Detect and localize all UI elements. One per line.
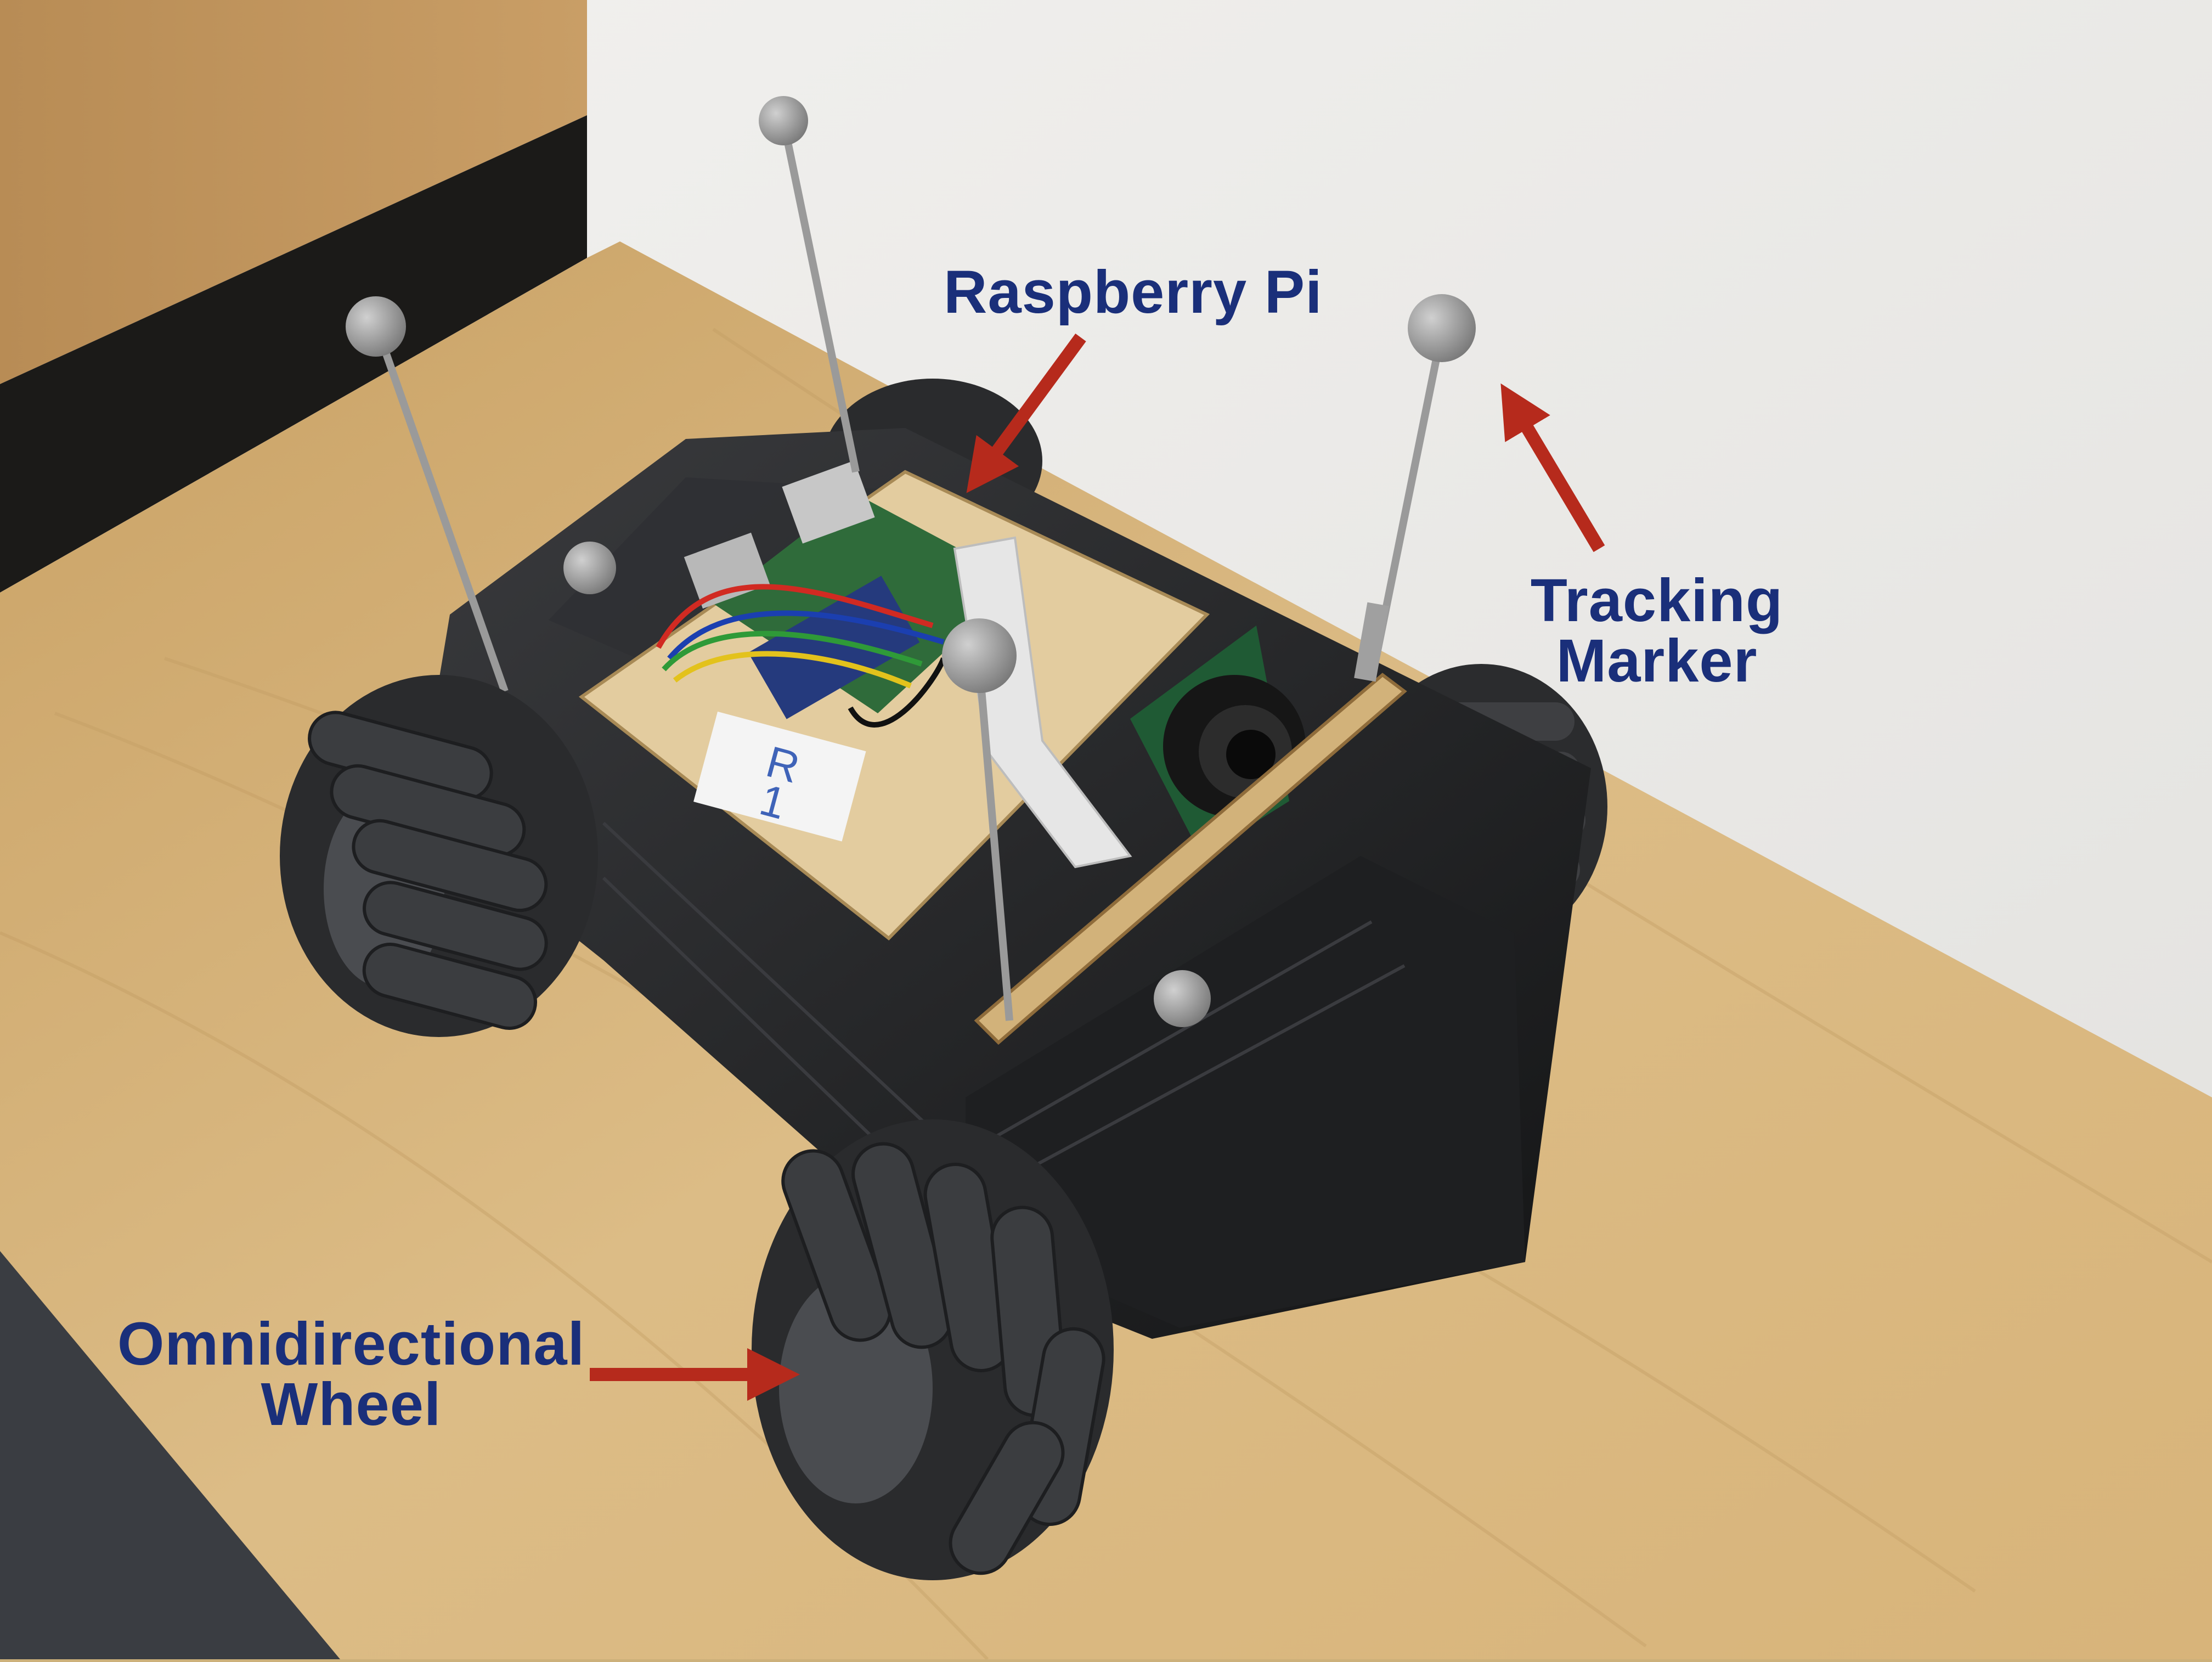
marker-rod-left [375,330,509,693]
marker-rod-front [975,663,1013,1021]
wooden-cabinet [0,0,587,384]
front-left-omni-wheel [752,1119,1114,1580]
cabinet-shadow-strip [0,115,587,593]
raspberry-pi-label: Raspberry Pi [944,262,1323,323]
raspberry-pi-board [656,460,1132,869]
marker-ball-body [1154,970,1211,1027]
marker-ball-back [759,96,808,145]
omni-wheel-label-line2: Wheel [261,1371,442,1438]
marker-ball-right [1408,294,1476,362]
rear-left-omni-wheel [280,675,598,1037]
annotation-arrows [590,333,1605,1401]
raspberry-pi-label-text: Raspberry Pi [944,258,1323,326]
front-wooden-strip [974,673,1407,1045]
marker-rod-back [781,125,860,473]
arrow-tracking-marker [1500,383,1605,553]
tracking-marker-label: Tracking Marker [1525,571,1788,691]
omni-wheel-label-line1: Omnidirectional [117,1310,585,1378]
marker-ball-front [942,618,1017,693]
omni-wheel-label: Omnidirectional Wheel [110,1314,592,1435]
tracking-marker-label-line1: Tracking [1530,567,1784,634]
tracking-marker-label-line2: Marker [1556,627,1758,695]
arrow-raspberry-pi [966,333,1086,493]
marker-ball-left [346,296,406,357]
tracking-markers [346,96,1476,1027]
id-sticker: R 1 [693,711,866,842]
marker-ball-top [563,542,616,594]
carpet [0,1251,340,1659]
